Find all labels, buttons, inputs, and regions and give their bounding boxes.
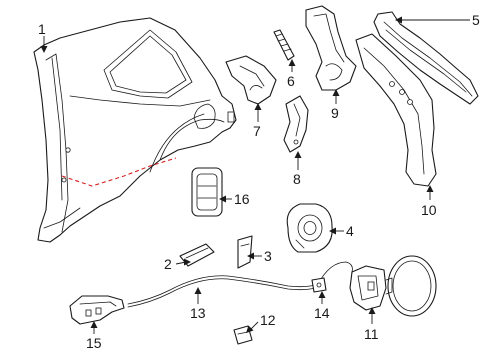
cut-line — [61, 157, 177, 187]
callout-13: 13 — [190, 305, 206, 321]
filler-box — [191, 167, 223, 217]
quarter-panel — [33, 17, 237, 243]
leader-lines — [40, 16, 470, 334]
trim-piece — [237, 235, 253, 269]
callout-6: 6 — [287, 73, 295, 89]
callout-3: 3 — [264, 248, 272, 264]
cable-connector — [311, 277, 327, 293]
inner-quarter — [355, 33, 437, 187]
callout-14: 14 — [314, 305, 330, 321]
callout-9: 9 — [331, 105, 339, 121]
extension-bracket — [225, 55, 277, 105]
callout-15: 15 — [86, 335, 102, 351]
callout-7: 7 — [253, 123, 261, 139]
callout-16: 16 — [234, 191, 250, 207]
callout-11: 11 — [364, 326, 379, 342]
small-bracket — [273, 29, 295, 61]
fuel-door — [349, 255, 437, 317]
callout-10: 10 — [421, 202, 437, 218]
callout-4: 4 — [346, 223, 354, 239]
callout-5: 5 — [472, 12, 480, 28]
callout-8: 8 — [293, 171, 301, 187]
release-handle — [69, 295, 125, 325]
reinforcement — [283, 95, 309, 153]
inner-panel — [305, 5, 357, 91]
callout-2: 2 — [164, 256, 172, 272]
callout-labels: 1 2 3 4 5 6 7 8 9 10 11 12 13 14 15 16 — [38, 12, 480, 351]
fuel-filler-housing — [286, 203, 333, 253]
upper-rail — [373, 11, 479, 105]
callout-12: 12 — [260, 312, 276, 328]
callout-1: 1 — [38, 21, 46, 37]
release-cable — [127, 261, 353, 308]
